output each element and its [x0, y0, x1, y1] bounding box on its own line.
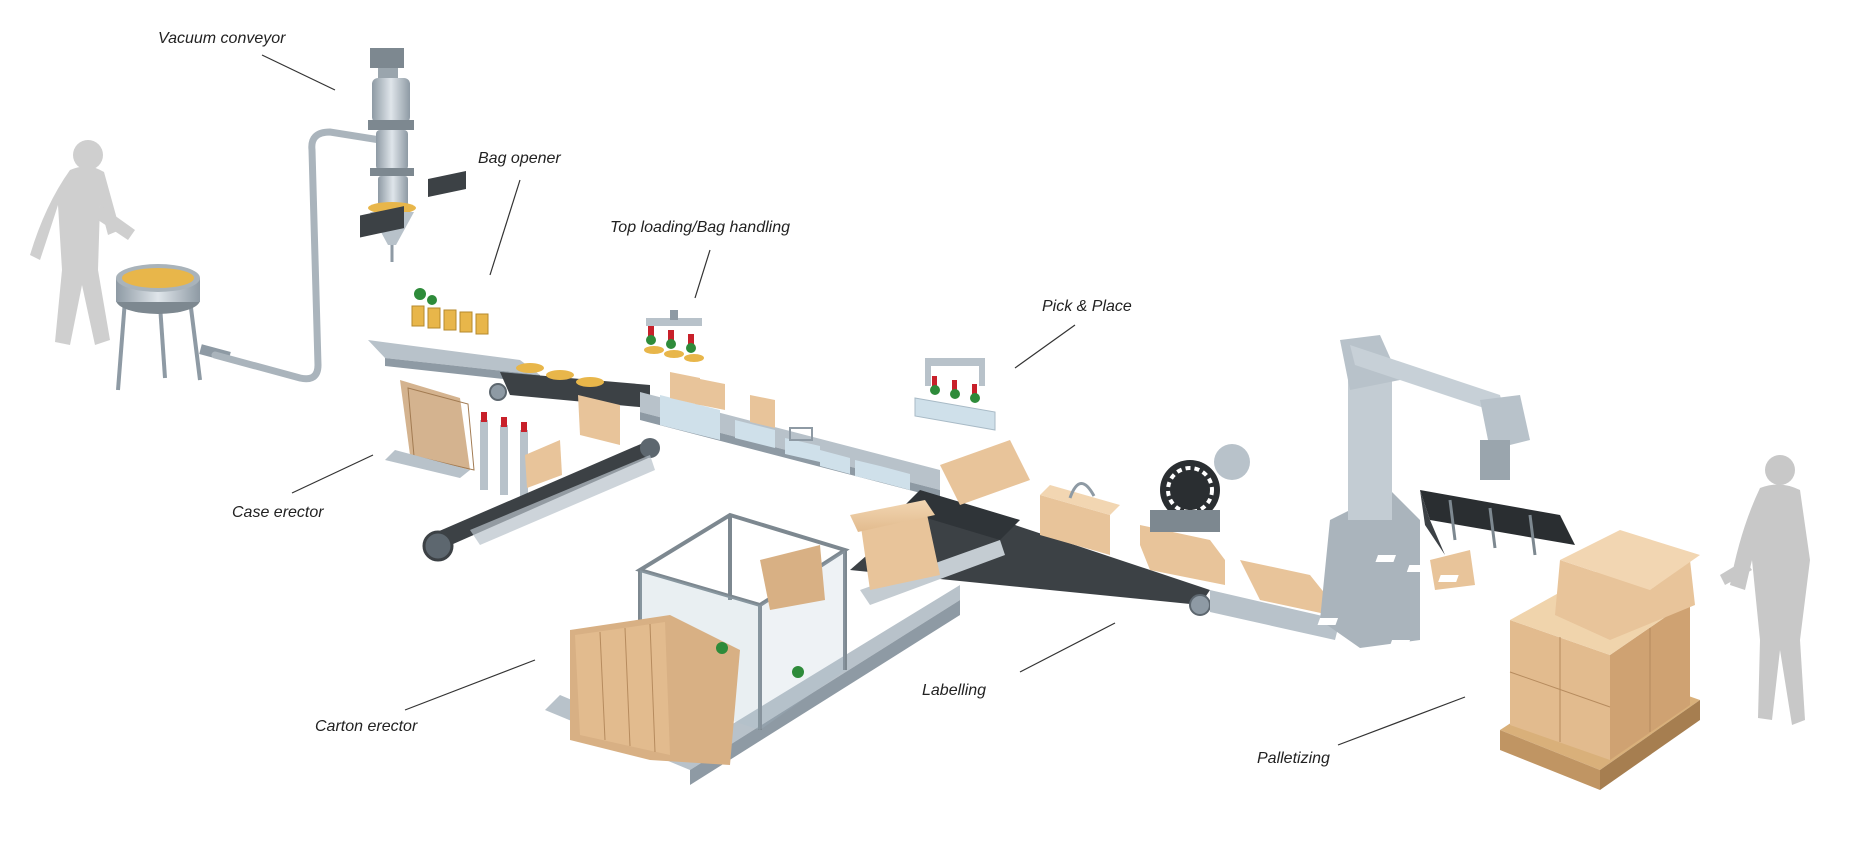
- palletizing-robot: [1320, 335, 1575, 648]
- leader-line-vacuum-conveyor: [261, 54, 336, 91]
- leader-line-pick-place: [1014, 324, 1076, 369]
- label-pick-place: Pick & Place: [1042, 298, 1132, 315]
- leader-line-case-erector: [291, 454, 374, 494]
- bag-dump-station: [116, 264, 231, 391]
- worker-silhouette-left: [30, 140, 135, 345]
- leader-line-palletizing: [1337, 696, 1466, 746]
- shipping-boxes-lower: [850, 440, 1330, 761]
- bag-opener: [360, 170, 489, 335]
- top-loading-gripper: [644, 310, 704, 362]
- label-case-erector: Case erector: [232, 504, 324, 521]
- case-erector-conveyor: [422, 438, 660, 562]
- pallet-stack: [1317, 530, 1700, 790]
- worker-silhouette-right: [1720, 455, 1810, 725]
- label-labelling: Labelling: [922, 682, 987, 699]
- product-boxes-upper: [660, 372, 910, 490]
- leader-line-bag-opener: [489, 179, 521, 276]
- carton-erector: [545, 512, 960, 785]
- leader-lines: [261, 54, 1466, 746]
- pick-place-gripper: [914, 358, 996, 431]
- label-carton-erector: Carton erector: [315, 718, 418, 735]
- leader-line-carton-erector: [404, 659, 536, 711]
- label-bag-opener: Bag opener: [478, 150, 561, 167]
- labelling-unit: [1150, 444, 1250, 532]
- leader-line-top-loading: [694, 249, 711, 299]
- label-vacuum-conveyor: Vacuum conveyor: [158, 30, 286, 47]
- label-palletizing: Palletizing: [1257, 750, 1330, 767]
- leader-line-labelling: [1019, 622, 1116, 673]
- vacuum-conveyor-pipe: [211, 128, 384, 383]
- case-erector: [385, 380, 620, 500]
- label-top-loading: Top loading/Bag handling: [610, 219, 791, 236]
